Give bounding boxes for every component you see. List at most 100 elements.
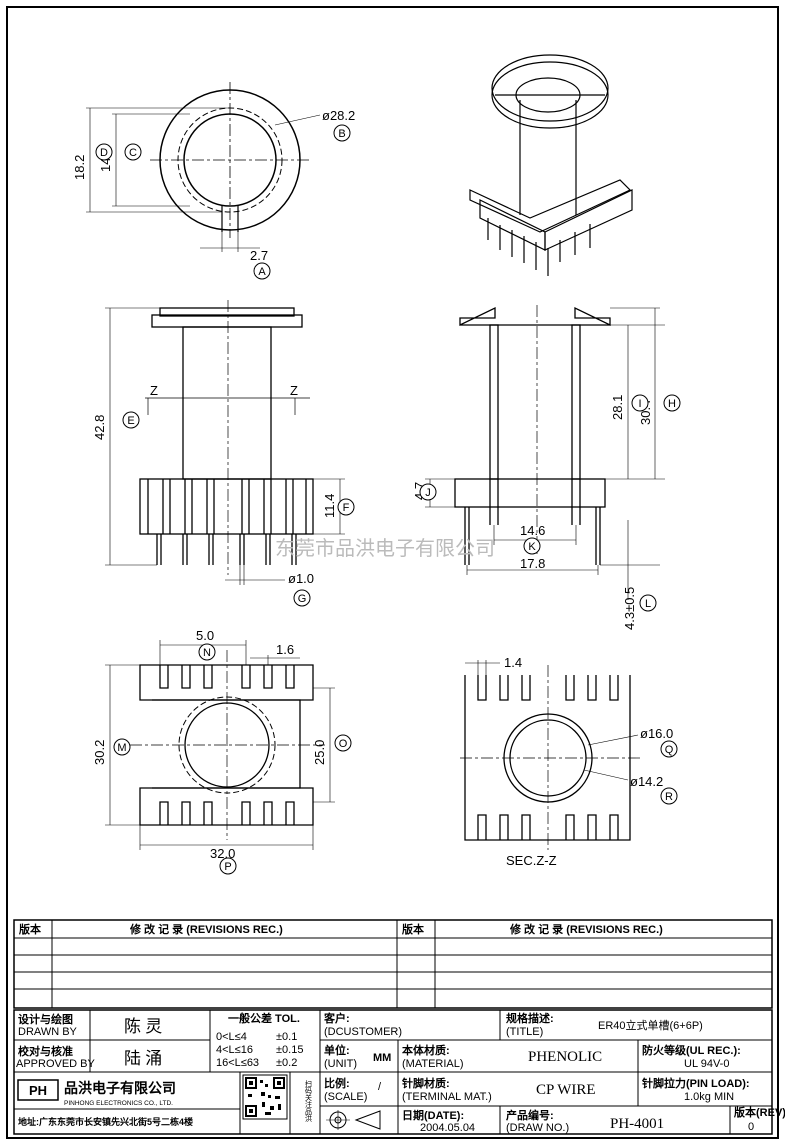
marker-c: C	[124, 143, 142, 161]
marker-letter: L	[645, 598, 651, 610]
marker-m: M	[113, 738, 131, 756]
terminal-value: CP WIRE	[536, 1082, 596, 1098]
sheet-border	[6, 6, 779, 1139]
dim-r: ø14.2	[630, 774, 663, 789]
scale-cn: 比例:	[324, 1076, 350, 1090]
marker-letter: J	[425, 487, 431, 499]
dim-g: ø1.0	[288, 571, 314, 586]
title-en: (TITLE)	[506, 1026, 543, 1038]
dim-k: 14.6	[520, 523, 545, 538]
check-en: APPROVED BY	[16, 1058, 96, 1070]
dim-m: 30.2	[92, 740, 107, 765]
front-view	[105, 300, 345, 585]
rev-cn: 版本(REV):	[734, 1105, 785, 1119]
dim-o: 25.0	[312, 740, 327, 765]
tol-row-2-range: 4<L≤16	[216, 1044, 253, 1056]
dim-k2: 17.8	[520, 556, 545, 571]
marker-b: B	[333, 124, 351, 142]
title-block-grid	[13, 1009, 773, 1135]
dimension-markers: A B C D E F G H I J K L M N O P Q R	[95, 124, 681, 875]
design-en: DRAWN BY	[18, 1026, 78, 1038]
dim-b: ø28.2	[322, 108, 355, 123]
drawno-cn: 产品编号:	[506, 1108, 554, 1122]
dim-p: 32.0	[210, 846, 235, 861]
company-name-cn: 品洪电子有限公司	[64, 1080, 176, 1096]
material-cn: 本体材质:	[402, 1043, 450, 1057]
date-value: 2004.05.04	[420, 1122, 475, 1134]
marker-n: N	[198, 643, 216, 661]
dim-n2: 1.6	[276, 642, 294, 657]
section-view	[460, 660, 640, 850]
marker-letter: C	[129, 147, 137, 159]
terminal-en: (TERMINAL MAT.)	[402, 1091, 492, 1103]
material-en: (MATERIAL)	[402, 1058, 464, 1070]
pinload-cn: 针脚拉力(PIN LOAD):	[642, 1076, 750, 1090]
marker-letter: F	[343, 502, 350, 514]
dim-f: 11.4	[322, 494, 337, 518]
drawno-en: (DRAW NO.)	[506, 1122, 569, 1134]
marker-letter: H	[668, 398, 676, 410]
section-mark-left: Z	[150, 383, 158, 398]
check-name: 陆 涌	[124, 1049, 162, 1068]
company-name-en: PINHONG ELECTRONICS CO., LTD.	[64, 1100, 173, 1107]
isometric-view	[469, 54, 633, 276]
marker-r: R	[660, 787, 678, 805]
qr-code	[242, 1074, 288, 1120]
marker-p: P	[219, 857, 237, 875]
rev-value: 0	[748, 1121, 754, 1133]
tol-row-1-range: 0<L≤4	[216, 1031, 247, 1043]
marker-g: G	[293, 589, 311, 607]
marker-letter: K	[528, 541, 536, 553]
terminal-cn: 针脚材质:	[402, 1076, 450, 1090]
scale-value: /	[378, 1081, 382, 1093]
tol-row-3-range: 16<L≤63	[216, 1057, 259, 1069]
tol-row-3-val: ±0.2	[276, 1057, 297, 1069]
marker-h: H	[663, 394, 681, 412]
design-cn: 设计与绘图	[18, 1012, 73, 1026]
rev-col-version-left: 版本	[19, 922, 41, 936]
marker-letter: N	[203, 647, 211, 659]
revisions-table	[13, 919, 773, 1009]
marker-letter: B	[338, 128, 345, 140]
section-label: SEC.Z-Z	[506, 853, 557, 868]
section-mark-right: Z	[290, 383, 298, 398]
rev-col-rec-left: 修 改 记 录 (REVISIONS REC.)	[129, 922, 283, 936]
date-cn: 日期(DATE):	[402, 1108, 464, 1122]
ul-value: UL 94V-0	[684, 1058, 729, 1070]
side-view	[425, 305, 665, 600]
drawno-value: PH-4001	[610, 1116, 664, 1132]
bottom-view	[105, 640, 335, 850]
marker-letter: E	[127, 415, 134, 427]
dim-a: 2.7	[250, 248, 268, 263]
tol-row-1-val: ±0.1	[276, 1031, 297, 1043]
dim-d: 18.2	[72, 155, 87, 180]
marker-letter: P	[224, 861, 231, 873]
check-cn: 校对与核准	[18, 1044, 73, 1058]
pinload-value: 1.0kg MIN	[684, 1091, 734, 1103]
scale-en: (SCALE)	[324, 1091, 367, 1103]
marker-f: F	[337, 498, 355, 516]
company-address: 地址:广东东莞市长安镇先兴北街5号二栋4楼	[18, 1116, 193, 1127]
qr-caption: 扫码关注品洪	[305, 1079, 313, 1123]
tol-row-2-val: ±0.15	[276, 1044, 303, 1056]
marker-d: D	[95, 143, 113, 161]
unit-cn: 单位:	[324, 1043, 350, 1057]
watermark: 东莞市品洪电子有限公司	[275, 537, 495, 560]
marker-letter: O	[339, 738, 348, 750]
dim-i: 28.1	[610, 395, 625, 420]
material-value: PHENOLIC	[528, 1049, 602, 1065]
marker-i: I	[631, 394, 649, 412]
marker-q: Q	[660, 740, 678, 758]
dim-e: 42.8	[92, 415, 107, 440]
marker-letter: A	[258, 266, 266, 278]
marker-l: L	[639, 594, 657, 612]
title-value: ER40立式单槽(6+6P)	[598, 1018, 703, 1032]
marker-letter: D	[100, 147, 108, 159]
customer-cn: 客户:	[323, 1011, 350, 1025]
marker-letter: Q	[665, 744, 674, 756]
marker-letter: M	[117, 742, 126, 754]
marker-j: J	[419, 483, 437, 501]
top-view	[86, 82, 321, 252]
projection-symbol	[326, 1110, 381, 1130]
